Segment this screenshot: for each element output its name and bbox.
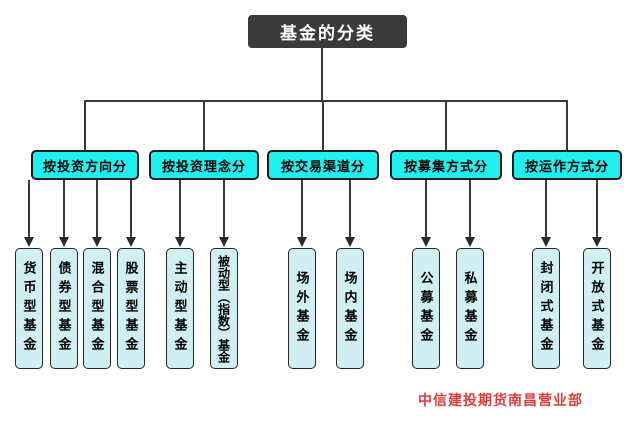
arrow-stem xyxy=(96,180,98,237)
arrow-down-icon xyxy=(592,237,602,247)
leaf-node-hybrid-fund: 混合型基金 xyxy=(83,248,111,369)
leaf-node-passive-index-fund: 被动型（指数）基金 xyxy=(210,248,238,369)
leaf-node-money-fund: 货币型基金 xyxy=(15,248,43,369)
leaf-label: 封闭式基金 xyxy=(538,261,554,356)
leaf-label: 主动型基金 xyxy=(172,261,188,356)
arrow-down-icon xyxy=(59,237,69,247)
connector-drop-5 xyxy=(566,100,568,150)
arrow-down-icon xyxy=(465,237,475,247)
leaf-node-active-fund: 主动型基金 xyxy=(166,248,194,369)
category-node-operation-method: 按运作方式分 xyxy=(512,150,622,180)
leaf-node-otc-fund: 场外基金 xyxy=(288,248,316,369)
leaf-label: 开放式基金 xyxy=(589,261,605,356)
leaf-node-exchange-fund: 场内基金 xyxy=(336,248,364,369)
arrow-down-icon xyxy=(345,237,355,247)
leaf-node-stock-fund: 股票型基金 xyxy=(117,248,145,369)
leaf-label: 被动型（指数）基金 xyxy=(216,254,231,363)
leaf-node-private-fund: 私募基金 xyxy=(456,248,484,369)
leaf-label: 债券型基金 xyxy=(56,261,72,356)
category-node-investment-philosophy: 按投资理念分 xyxy=(149,150,259,180)
arrow-stem xyxy=(301,180,303,237)
category-node-investment-direction: 按投资方向分 xyxy=(31,150,139,180)
root-node: 基金的分类 xyxy=(248,15,407,48)
arrow-stem xyxy=(63,180,65,237)
arrow-stem xyxy=(545,180,547,237)
arrow-stem xyxy=(349,180,351,237)
leaf-node-public-fund: 公募基金 xyxy=(412,248,440,369)
category-node-fundraising-method: 按募集方式分 xyxy=(390,150,502,180)
branding-text: 中信建投期货南昌营业部 xyxy=(418,392,583,408)
leaf-label: 货币型基金 xyxy=(21,261,37,356)
connector-drop-2 xyxy=(203,100,205,150)
arrow-stem xyxy=(469,180,471,237)
arrow-down-icon xyxy=(126,237,136,247)
arrow-down-icon xyxy=(219,237,229,247)
connector-drop-4 xyxy=(445,100,447,150)
arrow-stem xyxy=(425,180,427,237)
leaf-label: 场外基金 xyxy=(294,270,310,347)
connector-drop-3 xyxy=(322,100,324,150)
leaf-label: 私募基金 xyxy=(462,270,478,347)
arrow-down-icon xyxy=(24,237,34,247)
arrow-stem xyxy=(596,180,598,237)
arrow-stem xyxy=(130,180,132,237)
arrow-down-icon xyxy=(92,237,102,247)
category-node-trading-channel: 按交易渠道分 xyxy=(267,150,379,180)
arrow-stem xyxy=(223,180,225,237)
leaf-node-open-end-fund: 开放式基金 xyxy=(583,248,611,369)
arrow-down-icon xyxy=(297,237,307,247)
arrow-stem xyxy=(28,180,30,237)
arrow-down-icon xyxy=(421,237,431,247)
arrow-stem xyxy=(179,180,181,237)
connector-root-stem xyxy=(321,48,323,102)
connector-horizontal-bar xyxy=(84,100,568,102)
arrow-down-icon xyxy=(175,237,185,247)
connector-drop-1 xyxy=(84,100,86,150)
leaf-node-closed-end-fund: 封闭式基金 xyxy=(532,248,560,369)
leaf-node-bond-fund: 债券型基金 xyxy=(50,248,78,369)
leaf-label: 股票型基金 xyxy=(123,261,139,356)
leaf-label: 公募基金 xyxy=(418,270,434,347)
arrow-down-icon xyxy=(541,237,551,247)
leaf-label: 场内基金 xyxy=(342,270,358,347)
leaf-label: 混合型基金 xyxy=(89,261,105,356)
